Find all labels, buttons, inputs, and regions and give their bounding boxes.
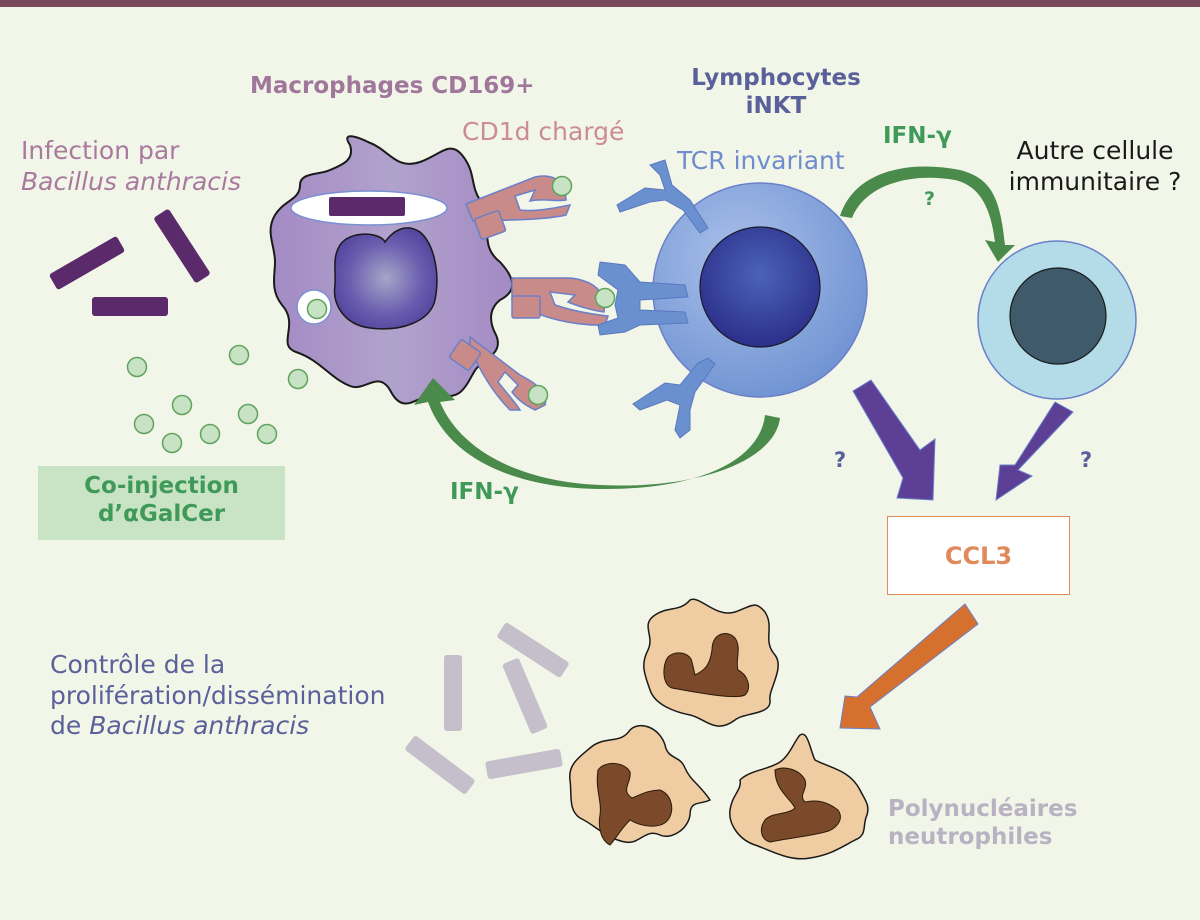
neutrophil: [569, 724, 712, 846]
cd1d-molecules: [448, 175, 616, 411]
coinjection-line2: d’αGalCer: [97, 501, 226, 528]
bacterium: [154, 209, 210, 283]
controle-label: Contrôle de la prolifération/disséminati…: [50, 650, 385, 742]
arrow-inkt-to-ccl3: [852, 379, 936, 501]
coinjection-line1: Co-injection: [84, 473, 239, 499]
neutrophil: [729, 733, 869, 860]
other-cell-line2: immunitaire ?: [1008, 166, 1182, 196]
macrophage-nucleus: [333, 227, 438, 330]
agalcer-dot: [171, 394, 193, 416]
bacterium: [49, 236, 125, 290]
tcr-top: [616, 159, 709, 234]
lymphocytes-line1: Lymphocytes: [691, 65, 861, 91]
neutrophils: [569, 598, 869, 860]
inkt-lymphocyte: [597, 159, 868, 439]
ifn-arrow-bottom: [414, 378, 780, 490]
faded-bacterium: [405, 736, 475, 794]
inkt-nucleus: [699, 226, 821, 348]
ccl3-box: CCL3: [887, 516, 1070, 595]
free-bacteria-group: [49, 209, 210, 316]
agalcer-dot: [133, 413, 155, 435]
ifn-bottom-label: IFN-γ: [450, 479, 519, 505]
tcr-receptors: [597, 159, 716, 439]
macrophage-cd169: [269, 135, 513, 405]
other-cell-label: Autre cellule immunitaire ?: [1000, 136, 1190, 197]
faded-bacteria-group: [405, 622, 569, 794]
faded-bacterium: [497, 622, 569, 678]
agalcer-dot: [161, 432, 183, 454]
agalcer-dot: [199, 423, 221, 445]
agalcer-dot: [287, 368, 309, 390]
controle-line3-italic: Bacillus anthracis: [89, 711, 310, 740]
lymphocytes-line2: iNKT: [745, 93, 807, 120]
ifn-arrow-top: [840, 166, 1015, 262]
ifn-top-question: ?: [924, 188, 936, 210]
top-bar: [0, 0, 1200, 7]
agalcer-dot: [228, 344, 250, 366]
infection-line2: Bacillus anthracis: [21, 166, 241, 196]
infection-label: Infection par Bacillus anthracis: [21, 136, 241, 197]
tcr-middle: [597, 261, 689, 336]
lymphocytes-title: Lymphocytes iNKT: [686, 64, 866, 120]
other-cell-nucleus: [1009, 267, 1107, 365]
agalcer-dot: [306, 298, 328, 320]
question-left: ?: [834, 448, 847, 472]
agalcer-dot: [126, 356, 148, 378]
tcr-bottom: [632, 357, 716, 439]
agalcer-molecules: [126, 344, 309, 454]
faded-bacterium: [485, 749, 563, 779]
purple-arrows: [852, 379, 1074, 502]
macrophages-title: Macrophages CD169+: [250, 73, 535, 99]
cd1d-middle: [511, 277, 616, 326]
coinjection-label: Co-injection d’αGalCer: [38, 472, 285, 528]
controle-line2: prolifération/dissémination: [50, 680, 386, 710]
controle-line1: Contrôle de la: [50, 650, 226, 679]
polynucleaires-line1: Polynucléaires: [888, 796, 1078, 822]
cd1d-bottom: [448, 335, 549, 411]
arrow-ccl3-to-neutrophils: [839, 603, 979, 730]
cd1d-label: CD1d chargé: [462, 117, 625, 146]
agalcer-dot: [256, 423, 278, 445]
controle-line3: de Bacillus anthracis: [50, 711, 385, 742]
agalcer-coinjection-box: [38, 466, 285, 540]
faded-bacterium: [502, 658, 548, 734]
infection-line1: Infection par: [21, 136, 180, 165]
phagocytosed-bacterium: [329, 197, 405, 216]
other-immune-cell: [977, 240, 1137, 400]
neutrophil: [643, 598, 779, 727]
ccl3-label: CCL3: [944, 541, 1013, 570]
question-right: ?: [1080, 448, 1093, 472]
ifn-top-label: IFN-γ: [883, 123, 952, 149]
controle-line3-prefix: de: [50, 711, 90, 740]
agalcer-dot: [237, 403, 259, 425]
other-cell-line1: Autre cellule: [1016, 136, 1174, 165]
tcr-label: TCR invariant: [677, 146, 845, 175]
polynucleaires-line2: neutrophiles: [888, 824, 1053, 851]
bacterium: [92, 297, 168, 316]
arrow-other-to-ccl3: [995, 401, 1074, 502]
cd1d-top: [465, 175, 573, 240]
polynucleaires-label: Polynucléaires neutrophiles: [888, 795, 1077, 851]
faded-bacterium: [444, 655, 462, 731]
